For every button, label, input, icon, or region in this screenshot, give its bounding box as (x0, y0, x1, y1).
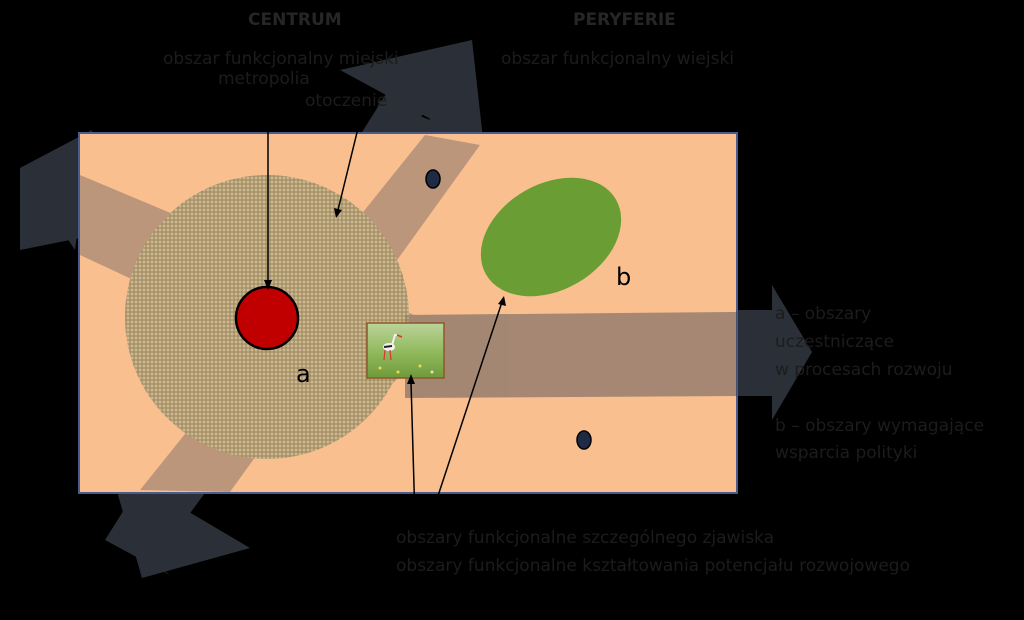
area-a-letter: a (296, 360, 311, 388)
area-b-ellipse (480, 177, 622, 297)
small-area-dot-1 (425, 169, 441, 189)
small-area-dot-2 (576, 430, 592, 450)
legend-a-line2: uczestniczące (775, 332, 895, 352)
legend-a-line3: w procesach rozwoju (775, 360, 953, 380)
stork-photo (366, 322, 445, 379)
arrow-head-right (736, 285, 812, 420)
surroundings-label: otoczenie (305, 91, 388, 111)
metropolis-circle (234, 285, 300, 351)
band-overlay (405, 312, 737, 398)
legend-b-line1: b – obszary wymagające (775, 416, 985, 436)
periphery-heading: PERYFERIE (573, 10, 676, 30)
pointer-lines (267, 95, 503, 521)
arrow-head-down-left (118, 470, 250, 578)
legend-a-line1: a – obszary (775, 304, 872, 324)
urban-area-label: obszar funkcjonalny miejski (163, 49, 399, 69)
area-b-letter: b (616, 263, 632, 291)
bottom-label-line2: obszary funkcjonalne kształtowania poten… (396, 556, 911, 576)
bottom-label-line1: obszary funkcjonalne szczególnego zjawis… (396, 528, 775, 548)
metropolis-label: metropolia (218, 69, 310, 89)
arrow-head-up-left (20, 130, 92, 250)
pointer-arrowheads (264, 208, 506, 384)
rural-area-label: obszar funkcjonalny wiejski (501, 49, 735, 69)
center-heading: CENTRUM (248, 10, 342, 30)
legend-b-line2: wsparcia polityki (775, 443, 918, 463)
